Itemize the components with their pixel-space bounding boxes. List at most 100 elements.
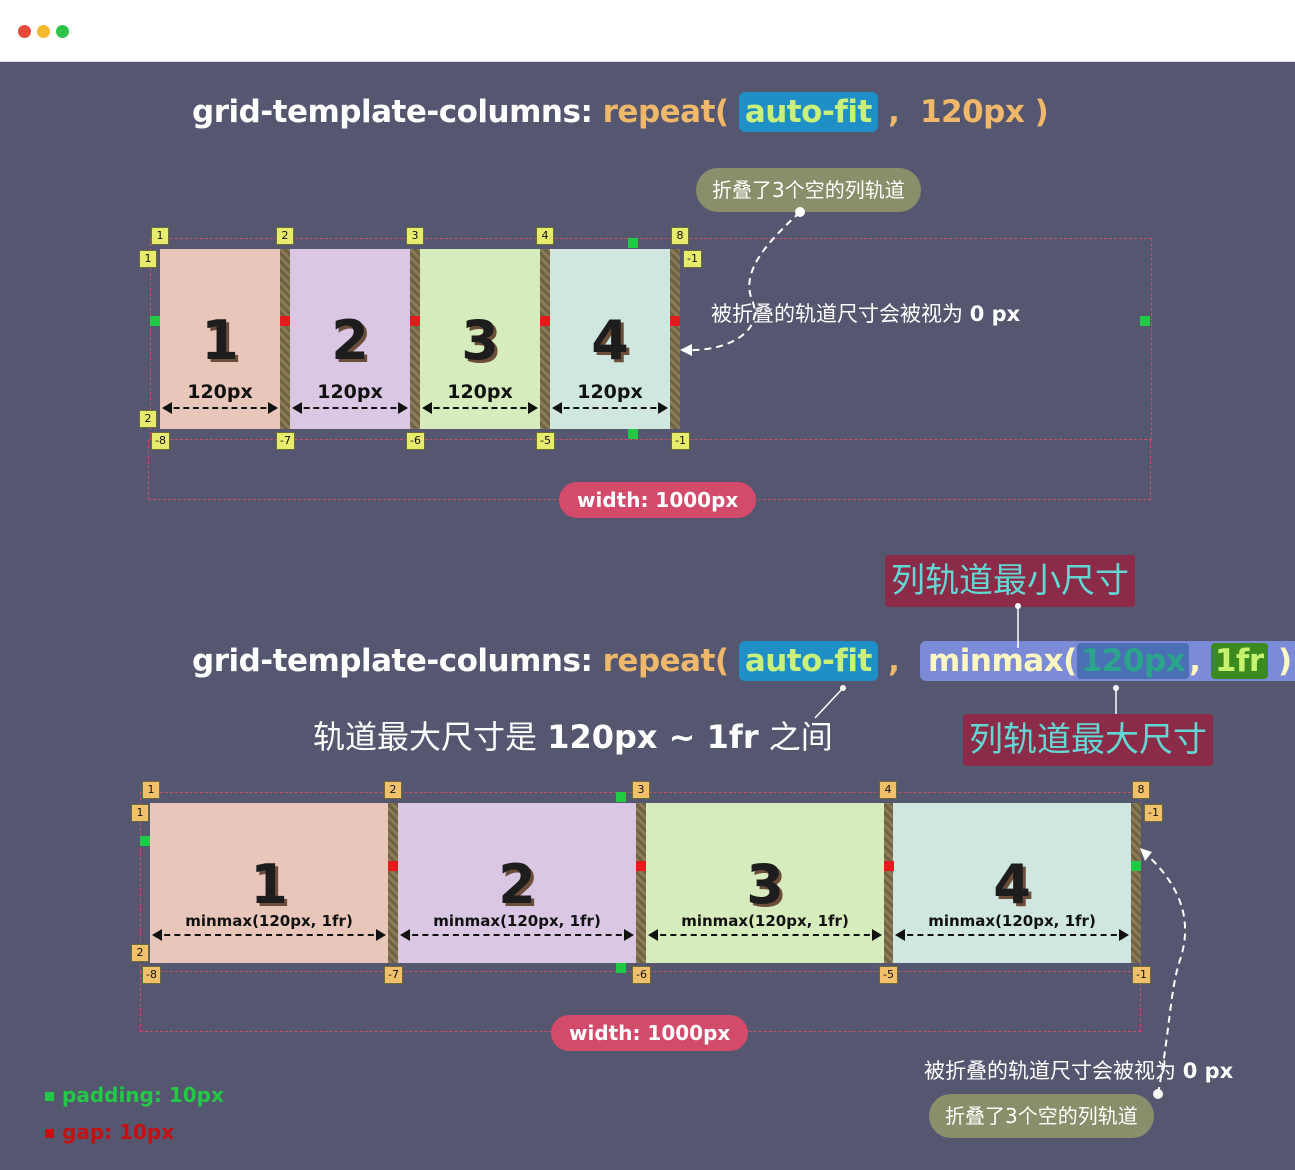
grid-item-2: 2 minmax(120px, 1fr): [398, 803, 636, 963]
column-line-tag: 4: [879, 781, 897, 799]
min-size-label: 列轨道最小尺寸: [885, 555, 1135, 607]
code-max-value: 1fr: [1210, 643, 1268, 679]
code-auto-fit: auto-fit: [738, 641, 878, 681]
range-text: 轨道最大尺寸是: [313, 718, 538, 756]
code-comma: ,: [888, 94, 900, 130]
gap-column: [280, 249, 290, 429]
column-line-tag: 8: [671, 227, 689, 245]
item-number: 2: [498, 853, 536, 916]
size-arrow: [400, 929, 634, 941]
gap-column: [884, 803, 893, 963]
collapsed-size-note-bottom: 被折叠的轨道尺寸会被视为 0 px: [924, 1055, 1233, 1085]
code-size: 120px: [919, 94, 1025, 130]
note-value: 0 px: [1182, 1059, 1234, 1083]
gap-marker: [280, 316, 290, 326]
column-line-tag: -7: [384, 966, 403, 984]
maximize-window-button[interactable]: [56, 25, 69, 38]
item-size-label: minmax(120px, 1fr): [681, 912, 849, 930]
grid-item-3: 3 minmax(120px, 1fr): [646, 803, 884, 963]
column-line-tag: 1: [142, 781, 160, 799]
grid-item-1: 1 120px: [160, 249, 280, 429]
gap-column: [388, 803, 398, 963]
code-close: ): [1034, 94, 1049, 130]
column-line-tag: -6: [632, 966, 651, 984]
row-line-tag: 2: [139, 410, 157, 428]
item-size-label: 120px: [317, 381, 383, 403]
range-note: 轨道最大尺寸是 120px ~ 1fr 之间: [313, 712, 833, 758]
range-suffix: 之间: [768, 718, 833, 756]
column-line-tag: -1: [1132, 966, 1151, 984]
connector-top-arrowhead: [680, 344, 692, 356]
size-arrow: [152, 929, 386, 941]
gap-column: [636, 803, 646, 963]
code-auto-fit: auto-fit: [738, 92, 878, 132]
column-line-tag: 3: [406, 227, 424, 245]
padding-marker: [150, 316, 160, 326]
gap-marker: [540, 316, 550, 326]
code-close-minmax: ): [1277, 643, 1292, 679]
range-value: 120px ~ 1fr: [547, 718, 759, 756]
padding-marker: [628, 238, 638, 248]
grid-item-2: 2 120px: [290, 249, 410, 429]
collapsed-track-column: [1131, 803, 1141, 963]
gap-column: [410, 249, 420, 429]
size-arrow: [292, 402, 408, 414]
gap-marker: [884, 861, 894, 871]
size-arrow: [162, 402, 278, 414]
grid-container-outline-top: [150, 238, 1152, 440]
column-line-tag: 1: [151, 227, 169, 245]
code-min-value: 120px: [1076, 643, 1190, 679]
grid-item-1: 1 minmax(120px, 1fr): [150, 803, 388, 963]
padding-marker: [1140, 316, 1150, 326]
legend-gap-label: gap: 10px: [62, 1120, 175, 1144]
note-value: 0 px: [969, 302, 1021, 326]
column-line-tag: 3: [632, 781, 650, 799]
note-text: 被折叠的轨道尺寸会被视为: [924, 1059, 1176, 1083]
padding-marker: [628, 429, 638, 439]
connector-min-dot: [1015, 603, 1021, 609]
code-repeat: repeat(: [602, 94, 729, 130]
grid-item-4: 4 minmax(120px, 1fr): [893, 803, 1131, 963]
minimize-window-button[interactable]: [37, 25, 50, 38]
width-label-bottom: width: 1000px: [551, 1015, 749, 1051]
row-line-tag: -1: [1144, 804, 1163, 822]
connector-top-dot: [795, 207, 805, 217]
column-line-tag: 4: [536, 227, 554, 245]
gap-marker: [388, 861, 398, 871]
size-arrow: [895, 929, 1129, 941]
column-line-tag: -1: [671, 432, 690, 450]
gap-marker: [410, 316, 420, 326]
code-minmax-fn: minmax(: [927, 643, 1077, 679]
code-property: grid-template-columns:: [192, 94, 593, 130]
max-size-label: 列轨道最大尺寸: [963, 714, 1213, 766]
item-number: 2: [331, 309, 369, 372]
grid-item-4: 4 120px: [550, 249, 670, 429]
item-size-label: minmax(120px, 1fr): [433, 912, 601, 930]
collapsed-track-column: [670, 249, 680, 429]
connector-top: [683, 211, 801, 352]
column-line-tag: 2: [276, 227, 294, 245]
row-line-tag: 2: [131, 944, 149, 962]
close-window-button[interactable]: [18, 25, 31, 38]
item-number: 4: [591, 309, 629, 372]
row-line-tag: 1: [131, 804, 149, 822]
connector-max-dot: [1113, 685, 1119, 691]
gap-column: [540, 249, 550, 429]
code-repeat: repeat(: [602, 643, 729, 679]
legend-gap: gap: 10px: [45, 1120, 174, 1144]
diagram-canvas: [0, 62, 1295, 1170]
top-code-line: grid-template-columns: repeat( auto-fit …: [192, 92, 1049, 132]
item-number: 3: [461, 309, 499, 372]
column-line-tag: -8: [151, 432, 170, 450]
size-arrow: [648, 929, 882, 941]
padding-marker: [1131, 861, 1141, 871]
row-line-tag: 1: [139, 250, 157, 268]
column-line-tag: 2: [384, 781, 402, 799]
legend-padding: padding: 10px: [45, 1083, 224, 1107]
connector-bottom: [1143, 851, 1187, 1095]
padding-marker: [616, 792, 626, 802]
padding-marker: [140, 836, 150, 846]
item-number: 1: [201, 309, 239, 372]
column-line-tag: -6: [406, 432, 425, 450]
